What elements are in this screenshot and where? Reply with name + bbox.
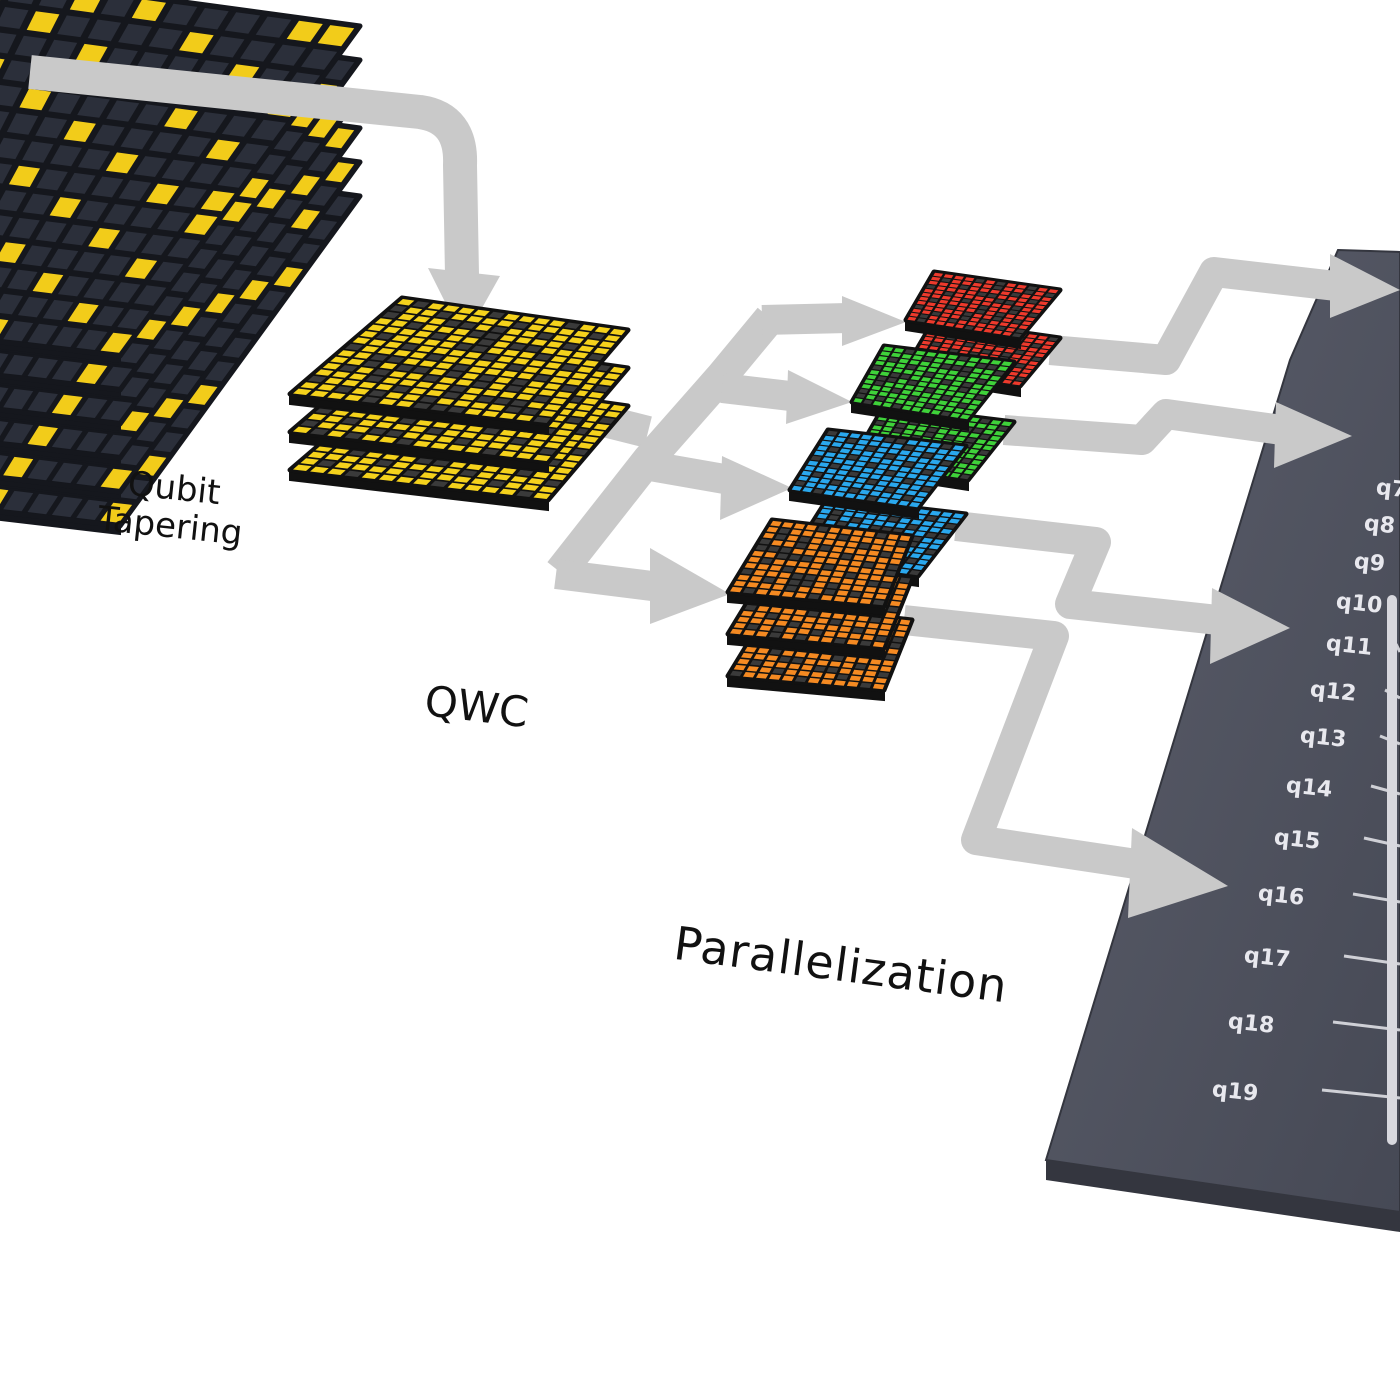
qubit-label: q18 bbox=[1227, 1009, 1276, 1039]
qubit-label: q15 bbox=[1273, 825, 1322, 855]
qubit-label: q7 bbox=[1375, 475, 1400, 503]
qubit-label: q9 bbox=[1353, 549, 1387, 577]
arrow-head-red-icon bbox=[842, 296, 906, 346]
arrow-head-down-icon bbox=[428, 268, 500, 340]
matrix-layer bbox=[287, 295, 631, 436]
arrow-head-out-4-icon bbox=[1128, 828, 1228, 918]
qubit-label: q13 bbox=[1299, 723, 1348, 753]
matrix-layer bbox=[787, 427, 969, 520]
arrow-head-out-2-icon bbox=[1274, 402, 1352, 468]
qubit-label: q19 bbox=[1211, 1077, 1260, 1107]
yellow-matrix-stack bbox=[287, 295, 631, 512]
qubit-label: q17 bbox=[1243, 943, 1292, 973]
orange-matrix-stack bbox=[725, 517, 915, 702]
quantum-circuit-board: q7 q8 q9 q10 q11 q12 q13 q14 q15 q16 q17 q18 q19 bbox=[1044, 248, 1400, 1232]
arrow-head-out-3-icon bbox=[1210, 588, 1290, 664]
matrix-layer bbox=[849, 343, 1017, 432]
qubit-label: q14 bbox=[1285, 773, 1334, 803]
arrow-head-orange-icon bbox=[650, 548, 730, 624]
qubit-label: q16 bbox=[1257, 881, 1306, 911]
flow-arrows bbox=[28, 55, 1400, 918]
qubit-label: q11 bbox=[1325, 631, 1374, 661]
matrix-stacks bbox=[287, 269, 1063, 702]
qubit-tapering-label: Qubit Tapering bbox=[96, 462, 248, 554]
qubit-label: q10 bbox=[1335, 589, 1384, 619]
qubit-label: q12 bbox=[1309, 677, 1358, 707]
matrix-layer bbox=[903, 269, 1063, 350]
arrow-head-blue-icon bbox=[720, 456, 792, 520]
qubit-label: q8 bbox=[1363, 511, 1397, 539]
arrow-head-green-icon bbox=[786, 370, 852, 424]
qubit-wires: q7 q8 q9 q10 q11 q12 q13 q14 q15 q16 q17 q18 q19 bbox=[1211, 475, 1400, 1145]
arrow-tapering-to-qwc bbox=[28, 55, 479, 276]
matrix-layer bbox=[725, 517, 915, 618]
arrow-head-out-1-icon bbox=[1330, 254, 1400, 318]
